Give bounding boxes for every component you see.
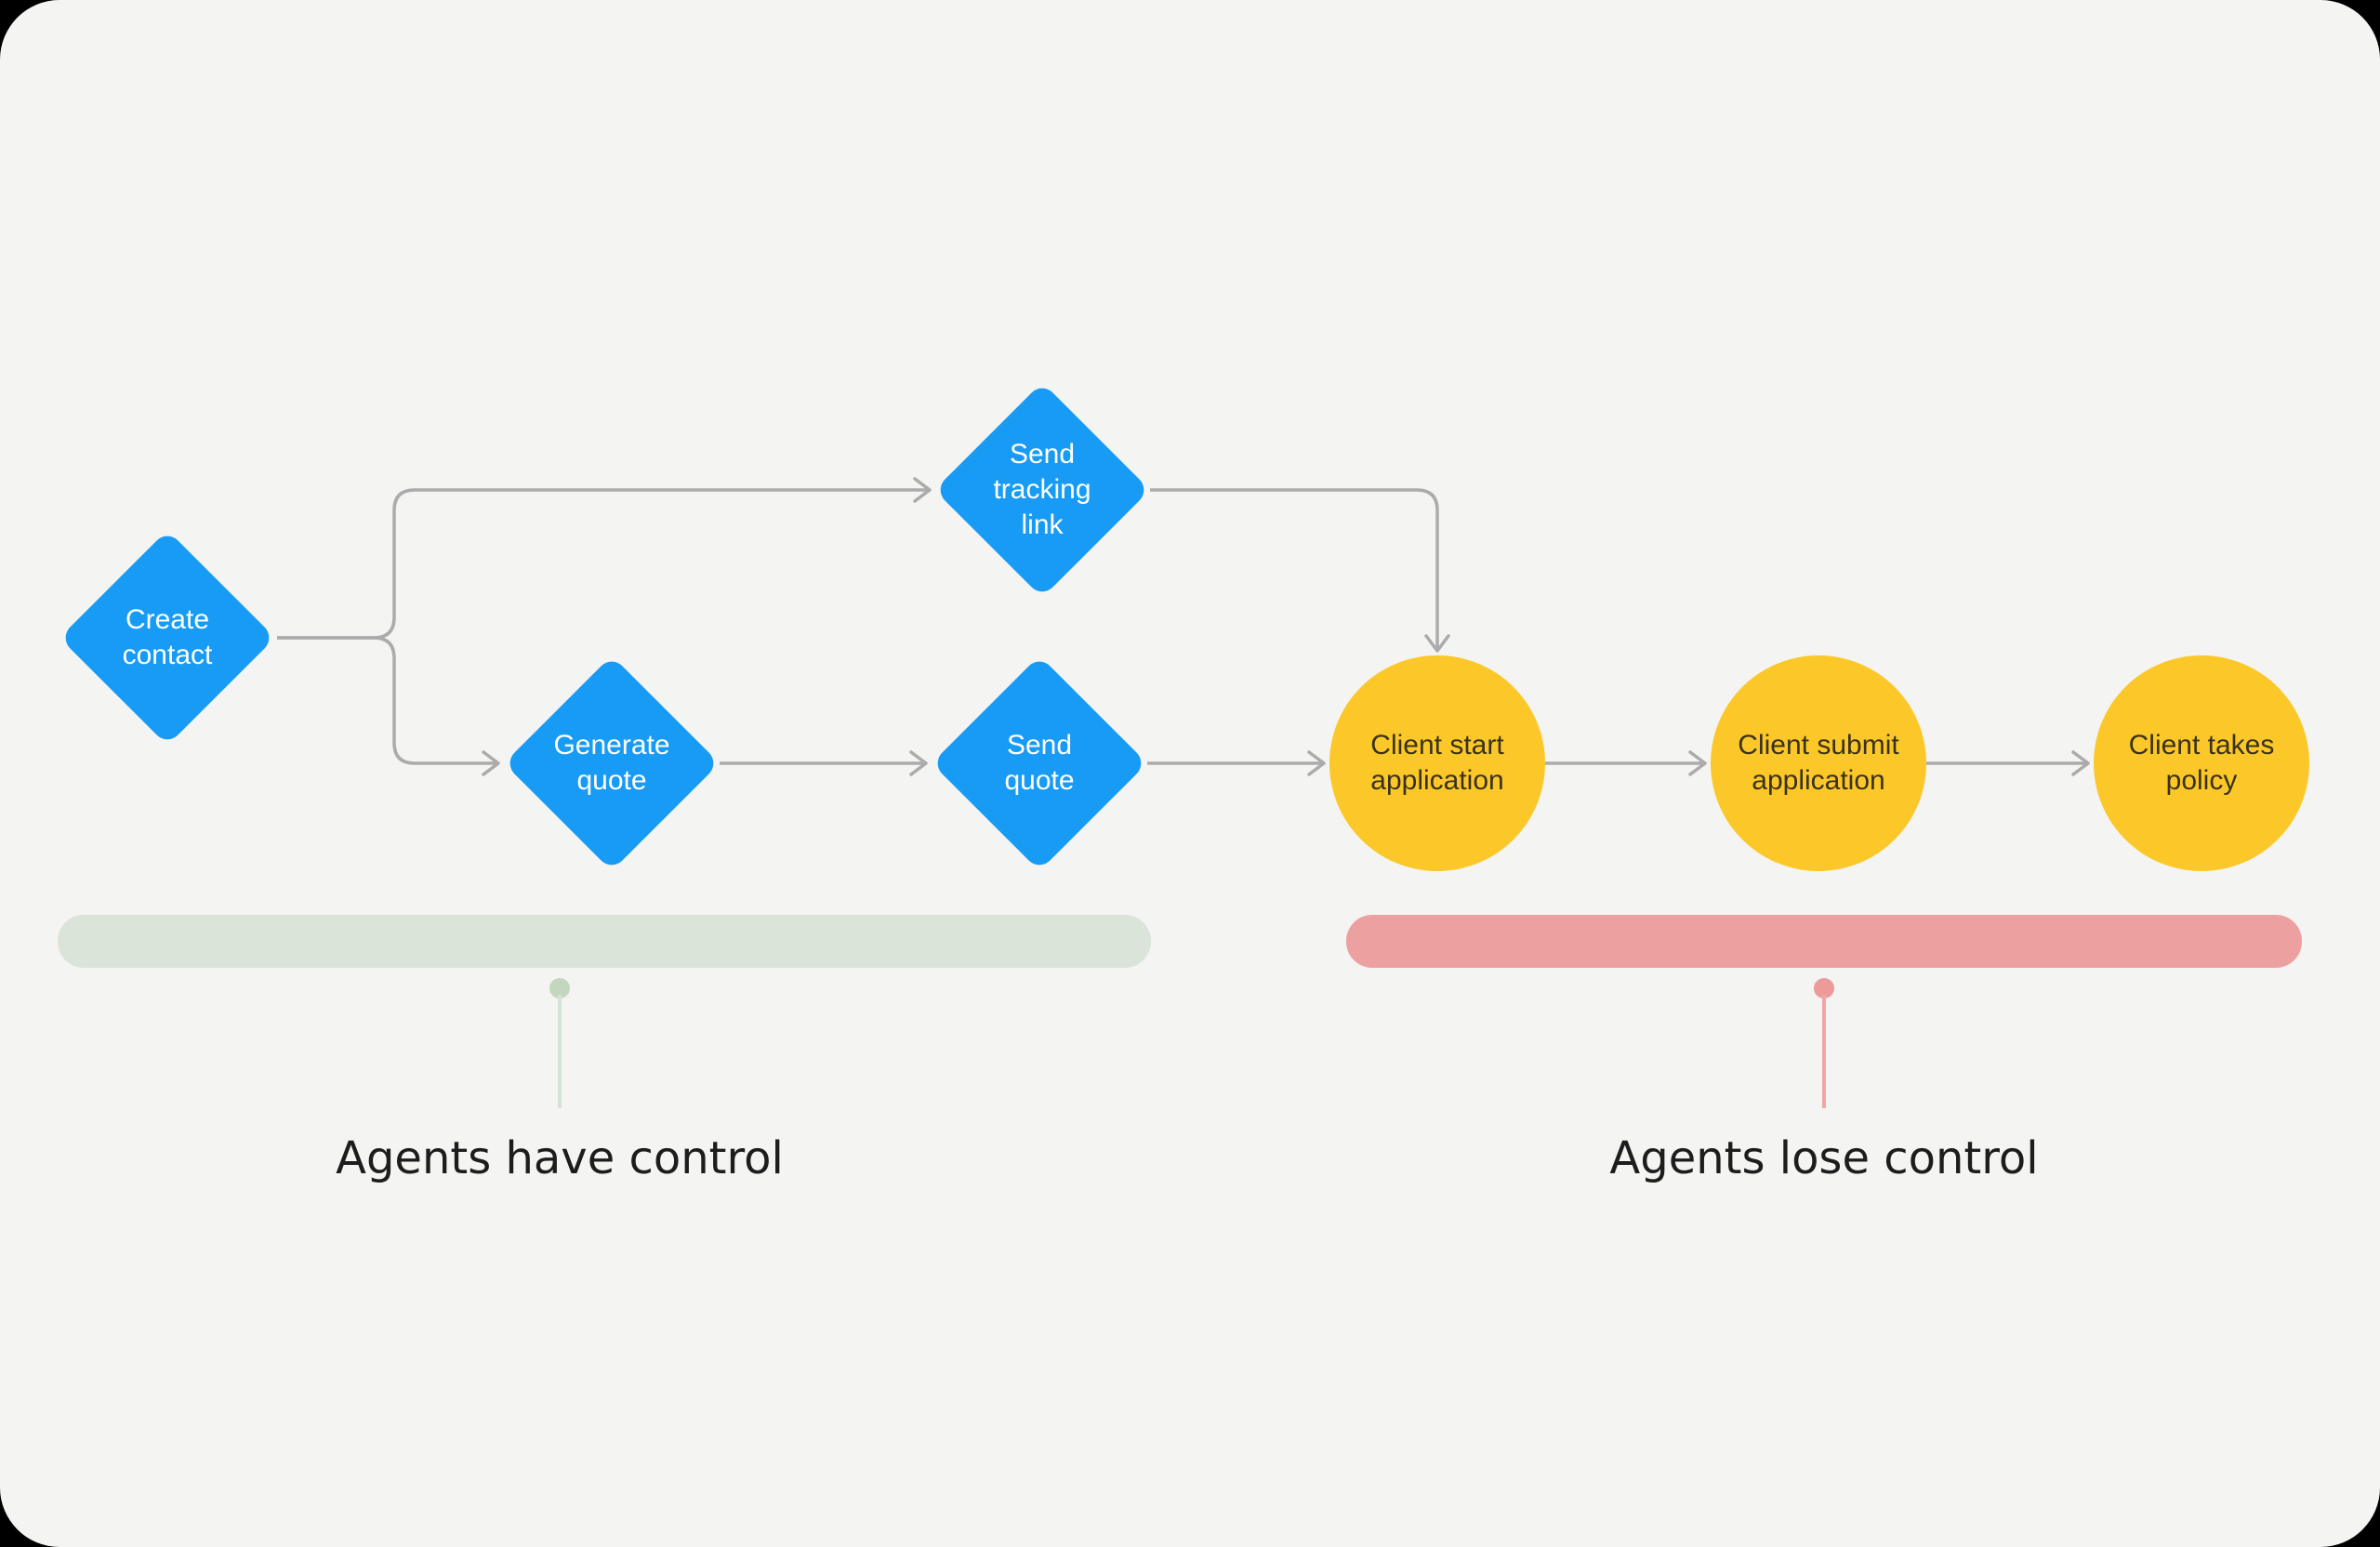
circle-shape [2094, 655, 2309, 871]
edge-create-contact-to-generate-quote [277, 636, 500, 776]
pin-dot [549, 978, 570, 998]
node-client-start-application: Client start application [1329, 655, 1545, 871]
node-client-submit-application: Client submit application [1711, 655, 1926, 871]
node-label: Create contact [122, 604, 213, 670]
agents-lose-control-bar [1346, 915, 2302, 968]
agents-lose-control-label: Agents lose control [1609, 1132, 2039, 1184]
node-label: Send quote [1004, 730, 1075, 796]
edge-create-contact-to-send-tracking-link [277, 477, 932, 640]
node-label: Generate quote [553, 730, 670, 796]
node-label: Client takes policy [2128, 730, 2275, 796]
node-label: Client start application [1370, 730, 1504, 796]
node-send-tracking-link: Send tracking link [934, 382, 1150, 598]
pin-stem [558, 995, 562, 1108]
node-label: Client submit application [1738, 730, 1899, 796]
node-client-takes-policy: Client takes policy [2094, 655, 2309, 871]
circle-shape [1329, 655, 1545, 871]
agents-have-control-label: Agents have control [336, 1132, 784, 1184]
node-send-quote: Send quote [932, 655, 1147, 871]
pin-dot [1814, 978, 1834, 998]
edge-send-tracking-link-to-client-start [1150, 488, 1450, 653]
agents-have-control-bar [58, 915, 1151, 968]
node-label: Send tracking link [993, 439, 1091, 540]
node-generate-quote: Generate quote [504, 655, 720, 871]
pin-stem [1822, 995, 1826, 1108]
node-create-contact: Create contact [60, 530, 275, 746]
circle-shape [1711, 655, 1926, 871]
